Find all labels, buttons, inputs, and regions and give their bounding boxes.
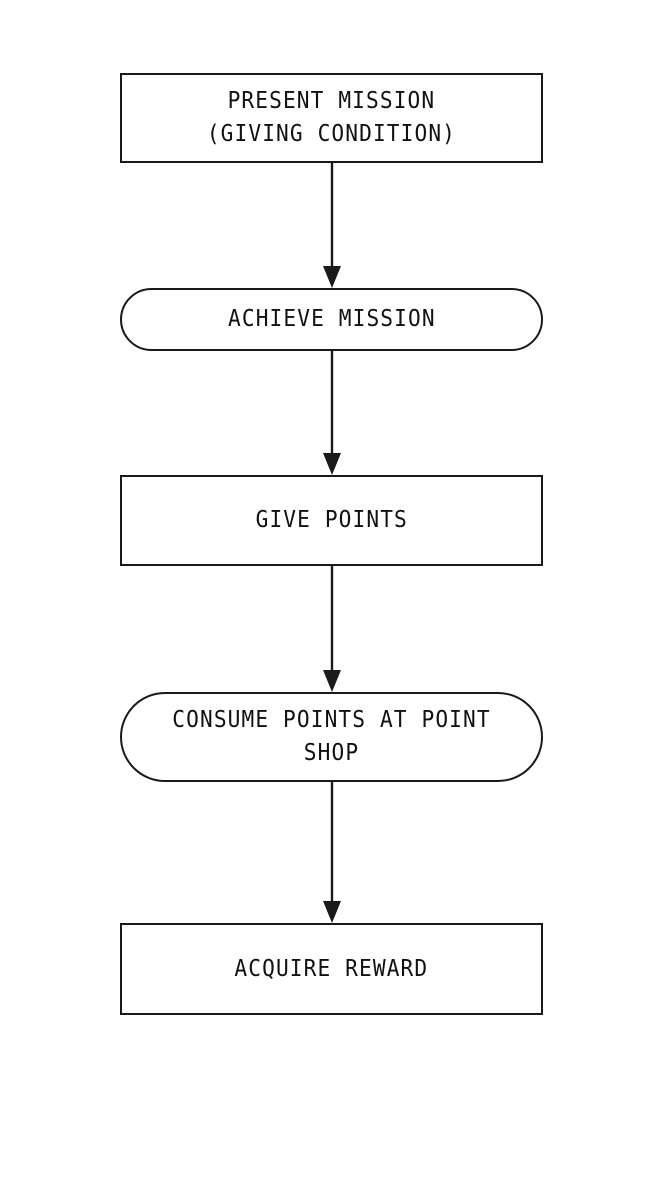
node-acquire-reward-label: ACQUIRE REWARD: [234, 955, 429, 982]
node-present-mission-label: PRESENT MISSION (GIVING CONDITION): [206, 88, 457, 147]
node-consume-points-at-point-shop[interactable]: CONSUME POINTS AT POINT SHOP: [120, 692, 543, 782]
arrow-give-points-to-consume-points: [323, 566, 341, 692]
node-give-points-label: GIVE POINTS: [255, 507, 408, 533]
node-present-mission[interactable]: PRESENT MISSION (GIVING CONDITION): [120, 73, 543, 163]
node-achieve-mission-label: ACHIEVE MISSION: [227, 306, 436, 332]
node-consume-points-at-point-shop-label: CONSUME POINTS AT POINT SHOP: [172, 707, 491, 766]
node-acquire-reward[interactable]: ACQUIRE REWARD: [120, 923, 543, 1015]
node-achieve-mission[interactable]: ACHIEVE MISSION: [120, 288, 543, 351]
arrow-consume-points-to-acquire-reward: [323, 782, 341, 923]
arrow-achieve-mission-to-give-points: [323, 351, 341, 475]
node-give-points[interactable]: GIVE POINTS: [120, 475, 543, 566]
arrow-present-mission-to-achieve-mission: [323, 163, 341, 288]
